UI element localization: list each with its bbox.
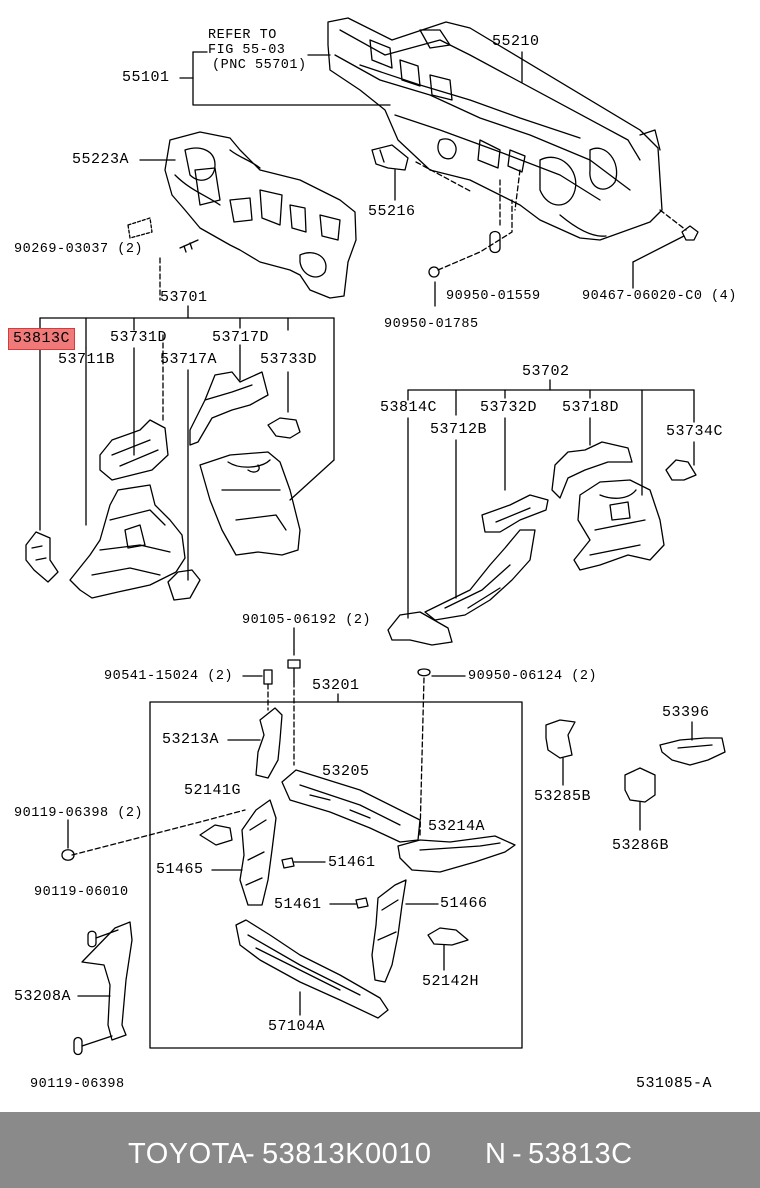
callout-53734C[interactable]: 53734C: [666, 423, 724, 440]
callout-53205[interactable]: 53205: [322, 763, 370, 780]
callout-53396[interactable]: 53396: [662, 704, 710, 721]
figure-code: 531085-A: [636, 1075, 713, 1092]
callout-53717A[interactable]: 53717A: [160, 351, 218, 368]
callout-55101[interactable]: 55101: [122, 69, 170, 86]
refer-note-line3: (PNC 55701): [212, 58, 307, 73]
support-parts: [199, 707, 516, 1019]
callout-55216[interactable]: 55216: [368, 203, 416, 220]
callout-90467-06020[interactable]: 90467-06020-C0 (4): [582, 289, 737, 304]
callout-55223A[interactable]: 55223A: [72, 151, 130, 168]
footer-part-number: 53813K0010: [262, 1138, 432, 1170]
callout-53712B[interactable]: 53712B: [430, 421, 488, 438]
callout-53731D[interactable]: 53731D: [110, 329, 168, 346]
callout-90950-01785[interactable]: 90950-01785: [384, 317, 479, 332]
footer-bar: TOYOTA - 53813K0010 N - 53813C: [0, 1112, 760, 1188]
callout-53711B[interactable]: 53711B: [58, 351, 116, 368]
callout-53733D[interactable]: 53733D: [260, 351, 318, 368]
callout-53718D[interactable]: 53718D: [562, 399, 620, 416]
callout-51465[interactable]: 51465: [156, 861, 204, 878]
apron-parts-right: [387, 441, 697, 646]
callout-53701[interactable]: 53701: [160, 289, 208, 306]
refer-note-line1: REFER TO: [208, 28, 277, 43]
callout-53208A[interactable]: 53208A: [14, 988, 72, 1005]
footer-separator-2: -: [512, 1138, 523, 1170]
callout-55210[interactable]: 55210: [492, 33, 540, 50]
callout-52141G[interactable]: 52141G: [184, 782, 242, 799]
callout-51461-lower[interactable]: 51461: [274, 896, 322, 913]
callout-53702[interactable]: 53702: [522, 363, 570, 380]
stay-53208A: [61, 819, 133, 1056]
callout-90950-01559[interactable]: 90950-01559: [446, 289, 541, 304]
callout-53214A[interactable]: 53214A: [428, 818, 486, 835]
callout-53213A[interactable]: 53213A: [162, 731, 220, 748]
dash-insulator-55223A: [164, 131, 357, 299]
callout-90269-03037[interactable]: 90269-03037 (2): [14, 242, 144, 257]
callout-90119-06398-2[interactable]: 90119-06398 (2): [14, 806, 144, 821]
callout-51461-upper[interactable]: 51461: [328, 854, 376, 871]
callout-52142H[interactable]: 52142H: [422, 973, 480, 990]
callout-53285B[interactable]: 53285B: [534, 788, 592, 805]
footer-index: N: [485, 1138, 507, 1170]
callout-90119-06010[interactable]: 90119-06010: [34, 885, 129, 900]
bracket-55216: [371, 144, 409, 171]
dash-panel-upper: [327, 17, 663, 241]
callout-53717D[interactable]: 53717D: [212, 329, 270, 346]
footer-ref-code: 53813C: [528, 1138, 633, 1170]
callout-53286B[interactable]: 53286B: [612, 837, 670, 854]
support-box-53201: [149, 693, 523, 1049]
fasteners-top: [127, 217, 699, 278]
fasteners-middle: [242, 627, 466, 685]
apron-parts-left: [25, 371, 301, 601]
leader-lines-top: [139, 51, 685, 307]
callout-53813C-highlighted[interactable]: 53813C: [8, 328, 76, 350]
refer-note-line2: FIG 55-03: [208, 43, 286, 58]
dashed-leaders-top: [159, 161, 687, 421]
footer-separator-1: -: [245, 1138, 256, 1170]
bracket-53813C: [25, 531, 59, 583]
dashed-leaders-bottom: [71, 677, 425, 856]
leader-lines-53701: [39, 305, 335, 581]
callout-53732D[interactable]: 53732D: [480, 399, 538, 416]
callout-53201[interactable]: 53201: [312, 677, 360, 694]
callout-53814C[interactable]: 53814C: [380, 399, 438, 416]
footer-brand: TOYOTA: [128, 1138, 248, 1170]
exploded-parts-diagram: [25, 17, 726, 1056]
callout-51466[interactable]: 51466: [440, 895, 488, 912]
callout-90119-06398[interactable]: 90119-06398: [30, 1077, 125, 1092]
callout-90105-06192[interactable]: 90105-06192 (2): [242, 613, 372, 628]
callout-57104A[interactable]: 57104A: [268, 1018, 326, 1035]
callout-90541-15024[interactable]: 90541-15024 (2): [104, 669, 234, 684]
leader-lines-53702: [407, 379, 695, 619]
right-side-brackets: [545, 719, 726, 831]
callout-90950-06124[interactable]: 90950-06124 (2): [468, 669, 598, 684]
